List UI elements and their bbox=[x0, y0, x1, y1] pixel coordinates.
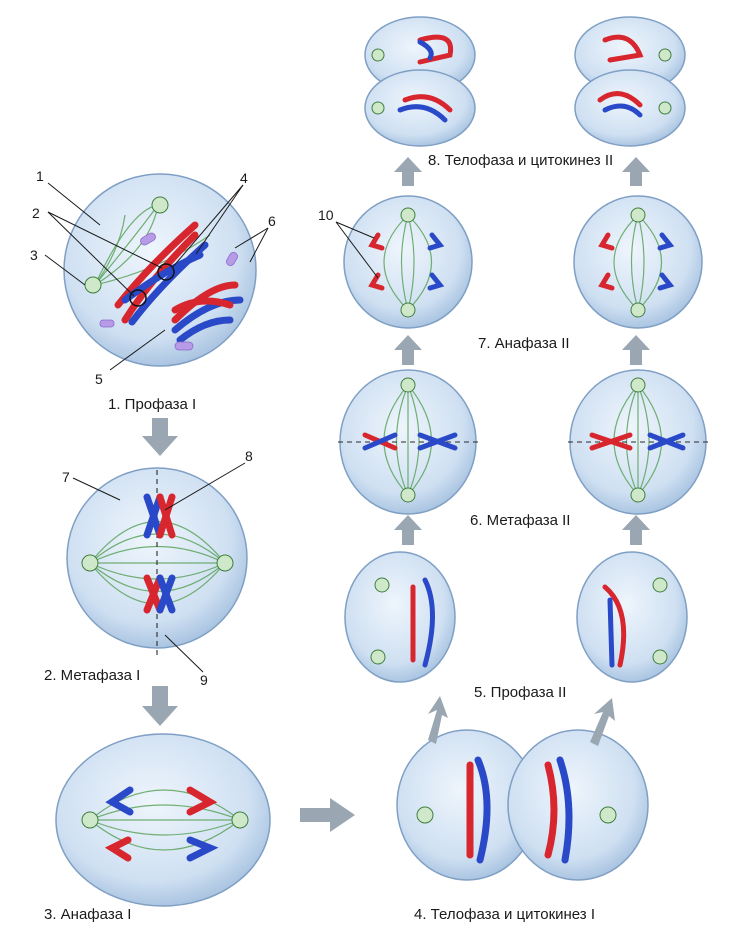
cell-telophase-2-right bbox=[574, 16, 686, 147]
cell-prophase-2-right bbox=[576, 551, 688, 683]
centrosome-icon bbox=[216, 554, 234, 572]
centrosome-icon bbox=[599, 806, 617, 824]
callout-10: 10 bbox=[318, 207, 334, 223]
centrosome-icon bbox=[400, 377, 416, 393]
cell-metaphase-1 bbox=[66, 467, 248, 655]
centrosome-icon bbox=[371, 101, 385, 115]
callout-8: 8 bbox=[245, 448, 253, 464]
arrow-up-icon bbox=[394, 157, 422, 186]
arrow-right-icon bbox=[300, 798, 355, 832]
stage-label-metaphase-2: 6. Метафаза II bbox=[470, 512, 570, 529]
centrosome-icon bbox=[416, 806, 434, 824]
callout-6: 6 bbox=[268, 213, 276, 229]
cell-metaphase-2-left bbox=[338, 369, 478, 515]
centrosome-icon bbox=[400, 487, 416, 503]
stage-label-telophase-2: 8. Телофаза и цитокинез II bbox=[428, 152, 613, 169]
callout-3: 3 bbox=[30, 247, 38, 263]
centrosome-icon bbox=[652, 577, 668, 593]
callout-numbers: 1 2 3 4 5 6 7 8 9 10 bbox=[30, 168, 334, 688]
callout-5: 5 bbox=[95, 371, 103, 387]
centrosome-icon bbox=[81, 811, 99, 829]
centrosome-icon bbox=[370, 649, 386, 665]
stage-label-prophase-2: 5. Профаза II bbox=[474, 684, 566, 701]
cell-telophase-2-left bbox=[364, 16, 476, 147]
arrow-up-right-icon bbox=[590, 698, 615, 746]
cell-telophase-1 bbox=[396, 729, 649, 881]
centrosome-icon bbox=[658, 101, 672, 115]
callout-9: 9 bbox=[200, 672, 208, 688]
stage-label-telophase-1: 4. Телофаза и цитокинез I bbox=[414, 906, 595, 923]
stage-label-anaphase-2: 7. Анафаза II bbox=[478, 335, 570, 352]
arrow-down-icon bbox=[142, 686, 178, 726]
centrosome-icon bbox=[652, 649, 668, 665]
cell-prophase-2-left bbox=[344, 551, 456, 683]
centrosome-icon bbox=[630, 302, 646, 318]
stage-label-anaphase-1: 3. Анафаза I bbox=[44, 906, 131, 923]
callout-leaders bbox=[44, 182, 379, 673]
centrosome-icon bbox=[84, 276, 102, 294]
arrow-up-icon bbox=[394, 515, 422, 545]
centrosome-icon bbox=[371, 48, 385, 62]
centrosome-icon bbox=[658, 48, 672, 62]
flow-arrows bbox=[142, 157, 650, 832]
stage-label-metaphase-1: 2. Метафаза I bbox=[44, 667, 140, 684]
arrow-up-icon bbox=[622, 157, 650, 186]
cell-anaphase-2-right bbox=[573, 195, 703, 329]
centrosome-icon bbox=[400, 302, 416, 318]
stage-label-prophase-1: 1. Профаза I bbox=[108, 396, 196, 413]
callout-4: 4 bbox=[240, 170, 248, 186]
callout-1: 1 bbox=[36, 168, 44, 184]
centrosome-icon bbox=[630, 207, 646, 223]
cell-metaphase-2-right bbox=[568, 369, 712, 515]
cell-anaphase-1 bbox=[55, 733, 271, 907]
arrow-up-icon bbox=[394, 335, 422, 365]
callout-7: 7 bbox=[62, 469, 70, 485]
centrosome-icon bbox=[151, 196, 169, 214]
centrosome-icon bbox=[231, 811, 249, 829]
centrosome-icon bbox=[374, 577, 390, 593]
centrosome-icon bbox=[630, 487, 646, 503]
cell-prophase-1 bbox=[63, 173, 257, 367]
centrosome-icon bbox=[400, 207, 416, 223]
arrow-up-icon bbox=[622, 335, 650, 365]
centrosome-icon bbox=[81, 554, 99, 572]
centrosome-icon bbox=[630, 377, 646, 393]
cell-anaphase-2-left bbox=[343, 195, 473, 329]
arrow-up-right-icon bbox=[428, 696, 448, 744]
arrow-up-icon bbox=[622, 515, 650, 545]
stage-labels: 1. Профаза I 2. Метафаза I 3. Анафаза I … bbox=[44, 152, 613, 923]
callout-2: 2 bbox=[32, 205, 40, 221]
arrow-down-icon bbox=[142, 418, 178, 456]
